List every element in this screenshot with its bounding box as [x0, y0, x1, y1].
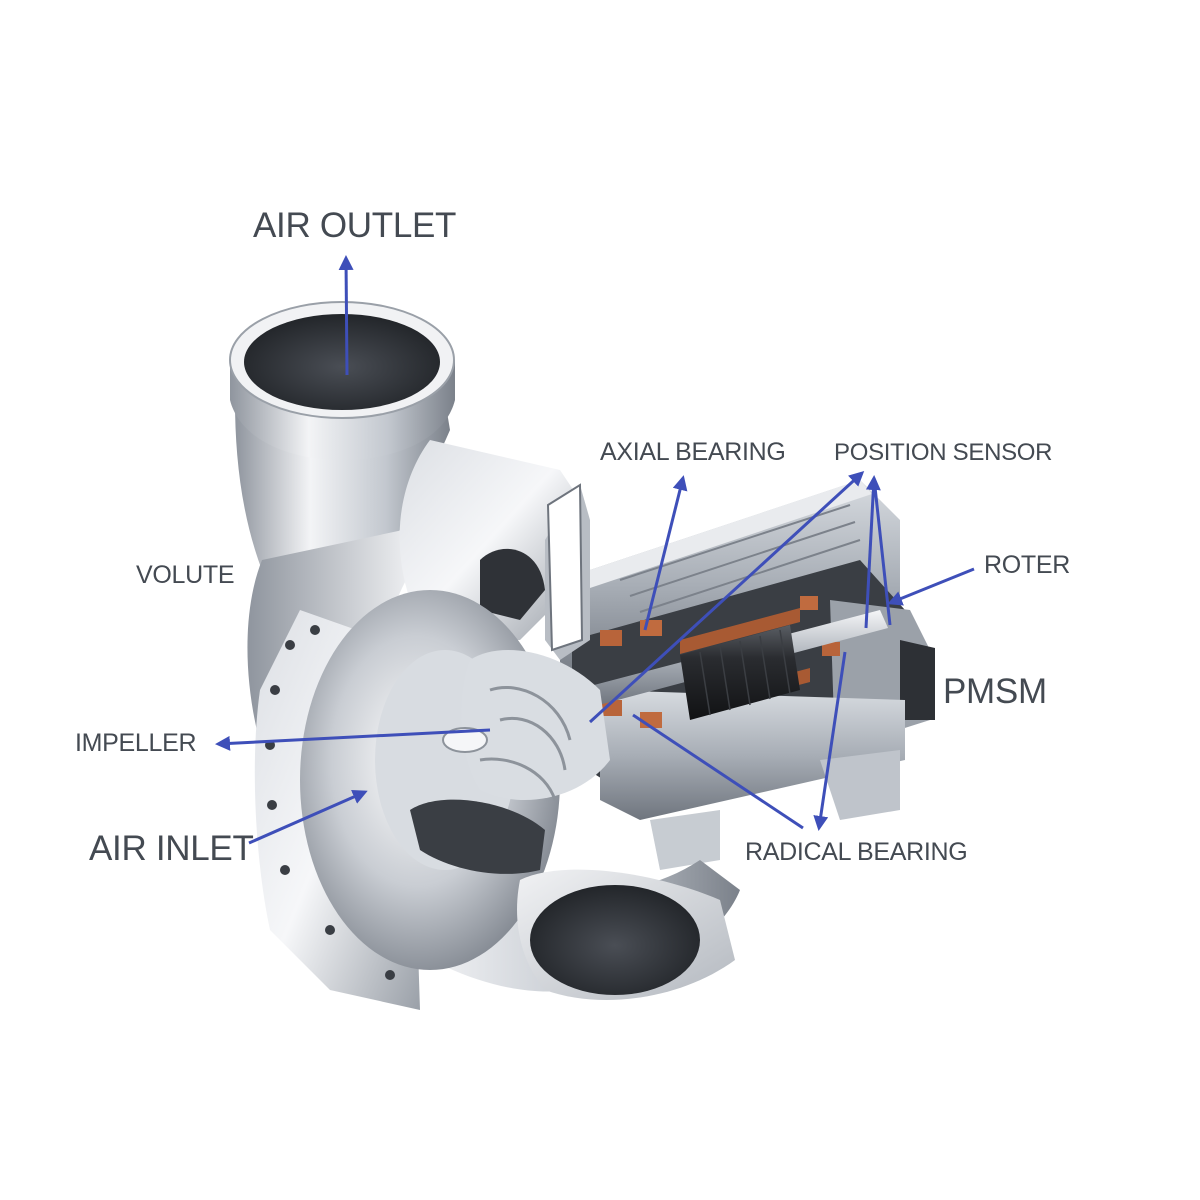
axial-bearing-arrow: [643, 475, 688, 631]
air-outlet-arrow: [338, 255, 354, 376]
annotation-arrows: [215, 255, 975, 845]
roter-arrow: [887, 567, 975, 606]
label-position-sensor: POSITION SENSOR: [834, 439, 1053, 466]
position-sensor-arrow-2: [864, 475, 881, 629]
label-roter: ROTER: [984, 551, 1071, 579]
air-inlet-arrow: [248, 789, 368, 845]
label-volute: VOLUTE: [136, 561, 235, 589]
radical-bearing-arrow-1: [632, 713, 804, 830]
outlet-flange: [229, 301, 455, 460]
impeller-wheel: [442, 650, 610, 801]
impeller-arrow: [215, 728, 491, 751]
label-impeller: IMPELLER: [75, 729, 197, 757]
label-air-inlet: AIR INLET: [89, 829, 254, 868]
label-air-outlet: AIR OUTLET: [253, 206, 457, 245]
label-axial-bearing: AXIAL BEARING: [600, 438, 786, 466]
label-pmsm: PMSM: [943, 672, 1047, 711]
motor-housing: [560, 480, 935, 870]
position-sensor-arrow-1: [588, 470, 865, 724]
volute-body: [235, 400, 740, 1010]
label-radical-bearing: RADICAL BEARING: [745, 838, 968, 866]
radical-bearing-arrow-2: [813, 651, 847, 831]
